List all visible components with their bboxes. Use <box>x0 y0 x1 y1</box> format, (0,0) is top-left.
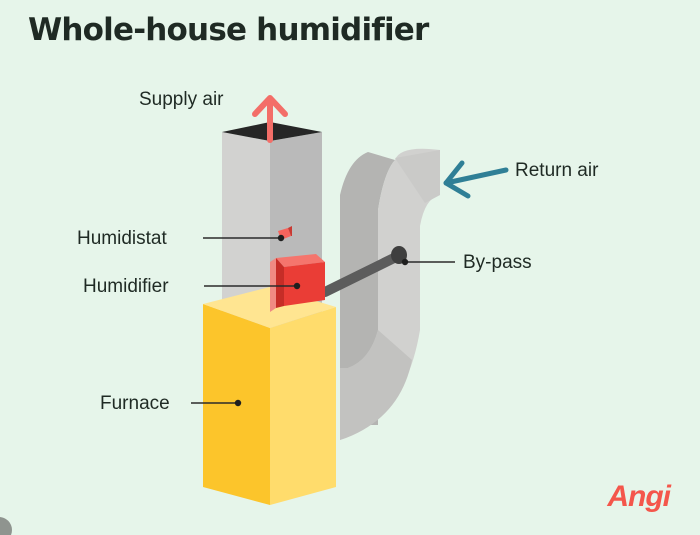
return-air-label: Return air <box>515 160 599 181</box>
humidifier-unit <box>270 254 325 312</box>
humidistat-label: Humidistat <box>77 228 167 249</box>
up-arrow-icon <box>252 95 288 143</box>
left-arrow-icon <box>443 160 509 199</box>
bypass-pipe <box>320 246 407 297</box>
furnace-label: Furnace <box>100 393 170 414</box>
bypass-label: By-pass <box>463 252 532 273</box>
furnace-box <box>203 287 336 505</box>
leader-dots <box>234 234 409 407</box>
supply-air-label: Supply air <box>139 89 224 110</box>
corner-badge-icon <box>0 517 12 535</box>
humidifier-label: Humidifier <box>83 276 169 297</box>
angi-logo: Angi <box>607 480 671 513</box>
return-duct <box>340 148 440 440</box>
page-title: Whole-house humidifier <box>28 12 429 48</box>
leader-lines <box>191 237 455 404</box>
